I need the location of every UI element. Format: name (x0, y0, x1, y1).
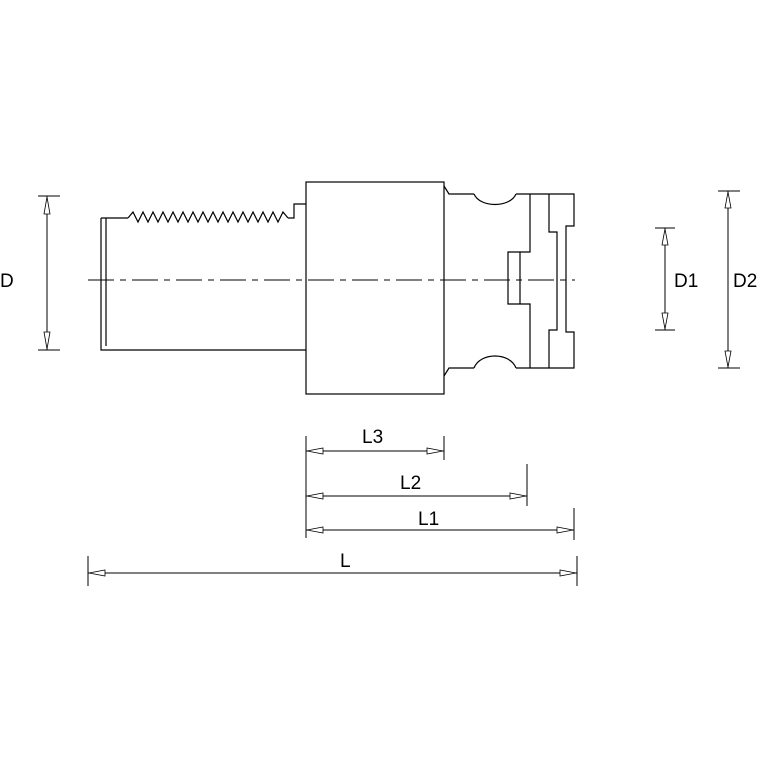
dimension-D (38, 195, 60, 351)
label-L: L (340, 551, 351, 572)
body-block (305, 181, 445, 395)
label-D1: D1 (674, 271, 698, 292)
label-D2: D2 (733, 271, 757, 292)
label-L1: L1 (418, 509, 439, 530)
dimension-L1 (306, 526, 574, 534)
dimension-L3 (306, 447, 444, 455)
label-L3: L3 (362, 427, 383, 448)
dimension-L (88, 569, 577, 577)
dimension-L2 (306, 492, 527, 500)
coupling-head (443, 185, 575, 377)
label-L2: L2 (400, 473, 421, 494)
label-D: D (0, 271, 14, 292)
thread-teeth (127, 210, 289, 224)
dimension-D2 (718, 190, 740, 369)
dimension-D1 (655, 227, 675, 331)
threaded-shank (100, 203, 306, 351)
